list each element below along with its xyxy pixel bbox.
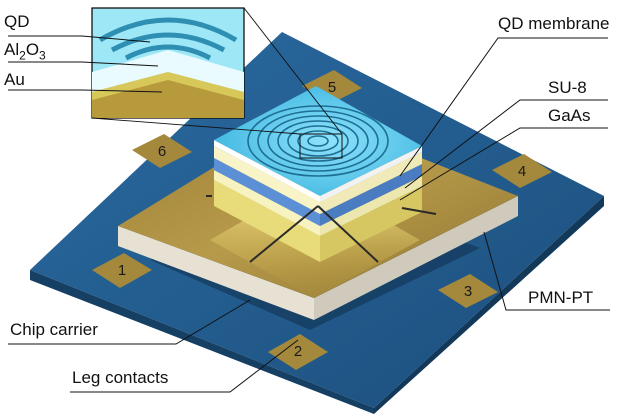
legs [206,195,437,263]
label-al2o3-base: Al [4,40,20,59]
label-su8: SU-8 [548,78,587,97]
pad-4 [492,154,552,188]
pad-number-5: 5 [327,79,337,96]
label-qd-membrane: QD membrane [498,14,610,33]
pmn-pt-slab [118,196,518,320]
label-pmn-pt: PMN-PT [528,288,594,307]
pad-number-2: 2 [293,343,303,360]
membrane-top [214,86,422,196]
bullseye-grating [247,105,389,177]
label-al2o3-mid: O [25,40,40,59]
zoom-box [299,133,343,159]
label-leg-contacts: Leg contacts [72,368,169,387]
pad-number-4: 4 [517,163,527,180]
qd-membrane-layer [214,140,320,202]
pad-6 [132,134,192,168]
su8-layer [214,146,320,214]
pad-number-3: 3 [463,283,473,300]
label-gaas: GaAs [548,106,591,125]
gaas-layer [214,158,320,226]
inset-zoom [91,7,343,135]
label-au: Au [4,70,25,89]
pad-2 [268,334,328,370]
pad-3 [438,274,498,308]
pad-number-1: 1 [117,262,127,279]
label-al2o3-sub: 2 [19,48,26,63]
label-al2o3-sub2: 3 [39,48,46,63]
leader-lines [8,35,610,393]
label-chip-carrier: Chip carrier [10,320,98,339]
pad-number-6: 6 [157,143,167,160]
layer-stack [214,140,422,262]
label-qd: QD [4,12,30,31]
pad-1 [92,253,152,288]
label-al2o3: Al2O3 [4,40,46,65]
